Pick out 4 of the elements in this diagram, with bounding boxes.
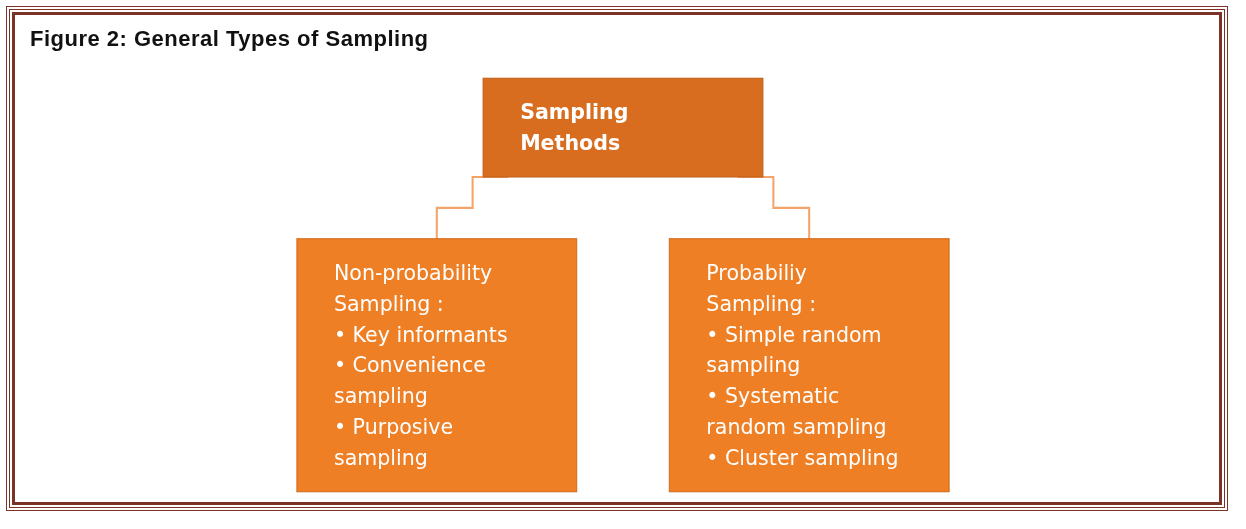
node-box: Probabiliy Sampling : • Simple random sampling • Systematic random sampling • Cluster sampling: [668, 238, 950, 493]
node-box: Sampling Methods: [482, 77, 764, 178]
node-box: Non-probability Sampling : • Key informants • Convenience sampling • Purposive sampling: [296, 238, 578, 493]
figure-title: Figure 2: General Types of Sampling: [30, 26, 429, 52]
